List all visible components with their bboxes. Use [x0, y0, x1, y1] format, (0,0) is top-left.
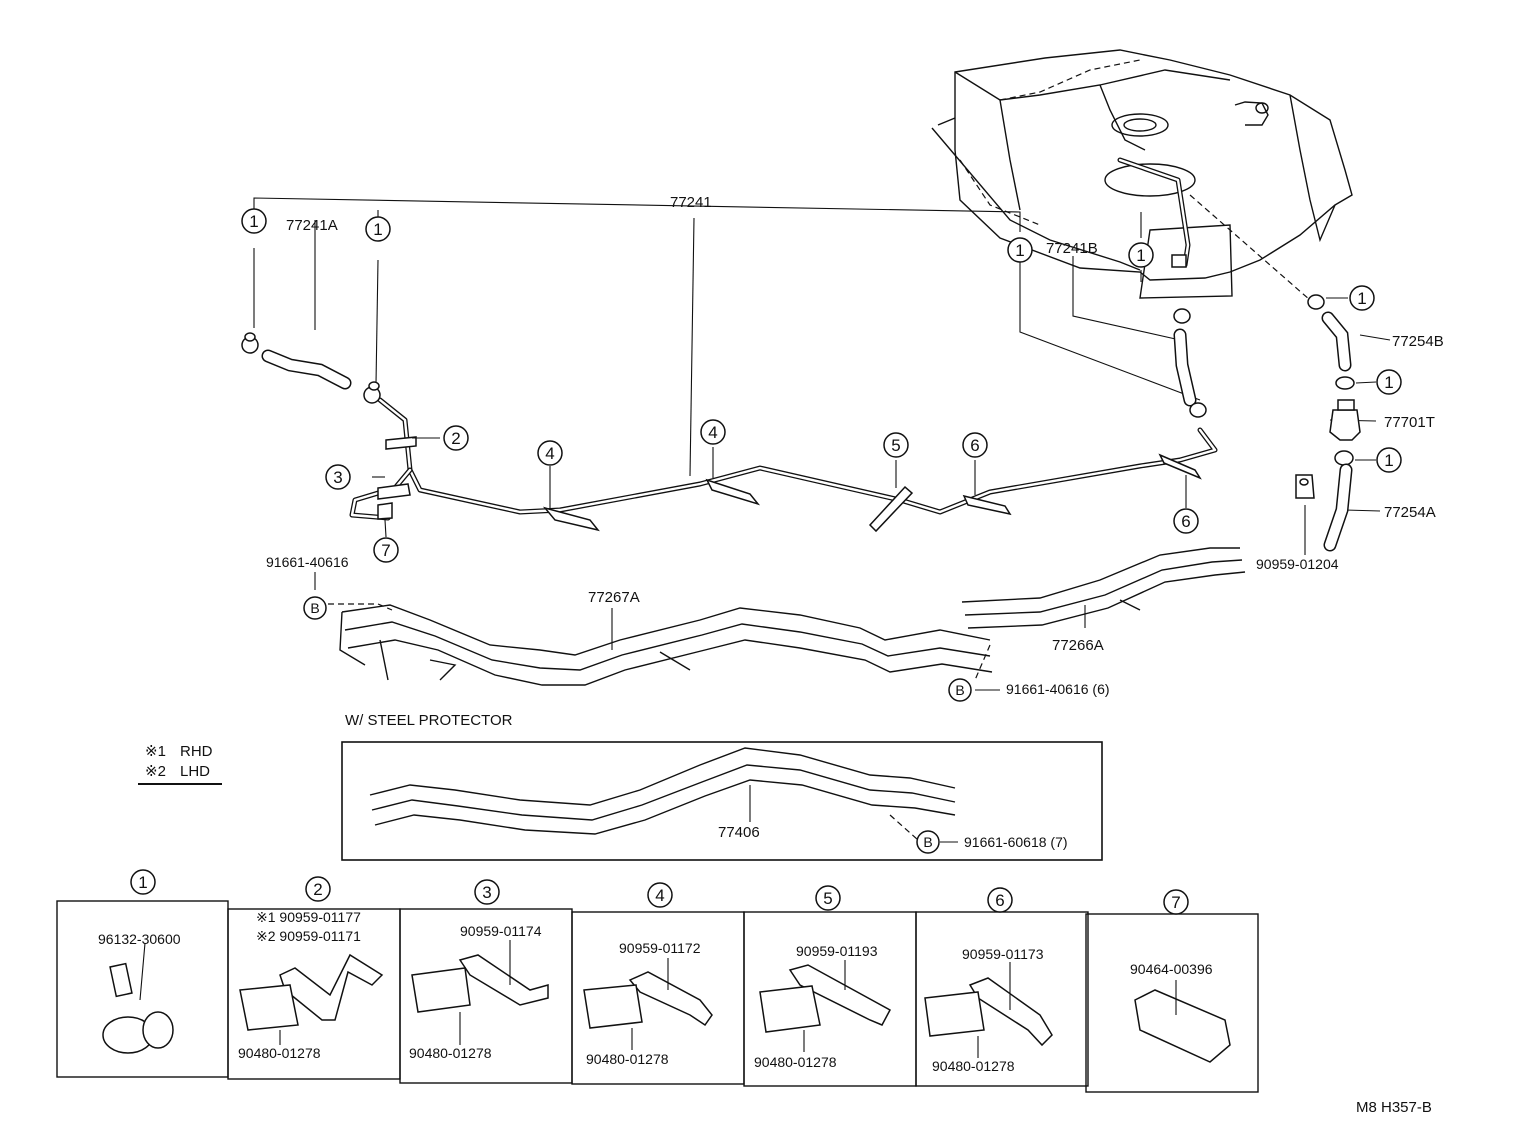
- panel-2-part-1: ※1 90959-01177: [256, 909, 361, 925]
- detail-panels: [56, 900, 1259, 1093]
- leader-lines: [253, 197, 1391, 843]
- legend-lhd-text: LHD: [180, 763, 210, 780]
- callout-1-e: 1: [1357, 289, 1366, 308]
- panel-7-number: 7: [1171, 893, 1180, 912]
- callout-1-f: 1: [1384, 373, 1393, 392]
- callout-2: 2: [451, 429, 460, 448]
- panel-7-part-1: 90464-00396: [1130, 961, 1213, 977]
- label-steel-protector-bolt: 91661-60618 (7): [964, 834, 1068, 850]
- callout-circles: [130, 208, 1402, 915]
- panel-5-part-1: 90959-01193: [796, 943, 878, 959]
- callout-1-a: 1: [249, 212, 258, 231]
- part-labels: 77241 77241A 77241B 77254B 77701T 77254A…: [266, 194, 1444, 1116]
- panel-3-part-1: 90959-01174: [460, 923, 542, 939]
- panel-2-number: 2: [313, 880, 322, 899]
- hoses-and-clamps: [241, 294, 1361, 552]
- callout-7: 7: [381, 541, 390, 560]
- label-main-pipe: 77241: [670, 194, 712, 211]
- panel-4-part-2: 90480-01278: [586, 1051, 669, 1067]
- label-protector-left: 77267A: [588, 589, 640, 606]
- callout-b-right: B: [955, 682, 964, 698]
- panel-6-number: 6: [995, 891, 1004, 910]
- panel-5-number: 5: [823, 889, 832, 908]
- callout-4-a: 4: [545, 444, 554, 463]
- label-hose-right: 77241B: [1046, 240, 1098, 257]
- panel-2-part-3: 90480-01278: [238, 1045, 321, 1061]
- detail-panel-artwork: [102, 940, 1231, 1063]
- callout-6-a: 6: [970, 436, 979, 455]
- legend-rhd-text: RHD: [180, 743, 213, 760]
- panel-1-part-1: 96132-30600: [98, 931, 181, 947]
- fuel-pipe-protectors: [339, 547, 1246, 686]
- label-hose-left: 77241A: [286, 217, 338, 234]
- panel-5-part-2: 90480-01278: [754, 1054, 837, 1070]
- label-steel-protector-title: W/ STEEL PROTECTOR: [345, 712, 513, 729]
- label-clip-small: 90959-01204: [1256, 556, 1339, 572]
- footer-code: M8 H357-B: [1356, 1099, 1432, 1116]
- callout-b-left: B: [310, 600, 319, 616]
- panel-3-part-2: 90480-01278: [409, 1045, 492, 1061]
- callout-1-b: 1: [373, 220, 382, 239]
- legend-rhd-mark: ※1: [145, 743, 166, 760]
- steel-protector-section: [341, 741, 1103, 861]
- label-hose-lower: 77254A: [1384, 504, 1436, 521]
- panel-4-part-1: 90959-01172: [619, 940, 701, 956]
- callout-3: 3: [333, 468, 342, 487]
- callout-6-b: 6: [1181, 512, 1190, 531]
- hand-drive-legend: ※1 RHD ※2 LHD: [145, 743, 213, 780]
- panel-2-part-2: ※2 90959-01171: [256, 928, 361, 944]
- panel-3-number: 3: [482, 883, 491, 902]
- label-bolt-left: 91661-40616: [266, 554, 349, 570]
- panel-6-part-1: 90959-01173: [962, 946, 1044, 962]
- callout-4-b: 4: [708, 423, 717, 442]
- panel-6-part-2: 90480-01278: [932, 1058, 1015, 1074]
- panel-4-number: 4: [655, 886, 664, 905]
- callout-b-steel: B: [923, 834, 932, 850]
- callout-labels: 1 1 1 1 1 1 1 2 3 7 4 4 5 6 6 B B B 1 2 …: [138, 212, 1393, 912]
- callout-1-c: 1: [1015, 241, 1024, 260]
- label-protector-right: 77266A: [1052, 637, 1104, 654]
- main-fuel-pipe: [349, 397, 1218, 521]
- pipe-clamp-pads: [377, 436, 1202, 533]
- callout-1-g: 1: [1384, 451, 1393, 470]
- label-bolt-right: 91661-40616 (6): [1006, 681, 1110, 697]
- detail-panel-part-numbers: 96132-30600 ※1 90959-01177 ※2 90959-0117…: [98, 909, 1213, 1074]
- label-filter: 77701T: [1384, 414, 1435, 431]
- callout-5: 5: [891, 436, 900, 455]
- callout-1-d: 1: [1136, 246, 1145, 265]
- label-hose-upper: 77254B: [1392, 333, 1444, 350]
- fuel-tank: [931, 49, 1353, 301]
- panel-1-number: 1: [138, 873, 147, 892]
- legend-lhd-mark: ※2: [145, 763, 166, 780]
- label-steel-protector-part: 77406: [718, 824, 760, 841]
